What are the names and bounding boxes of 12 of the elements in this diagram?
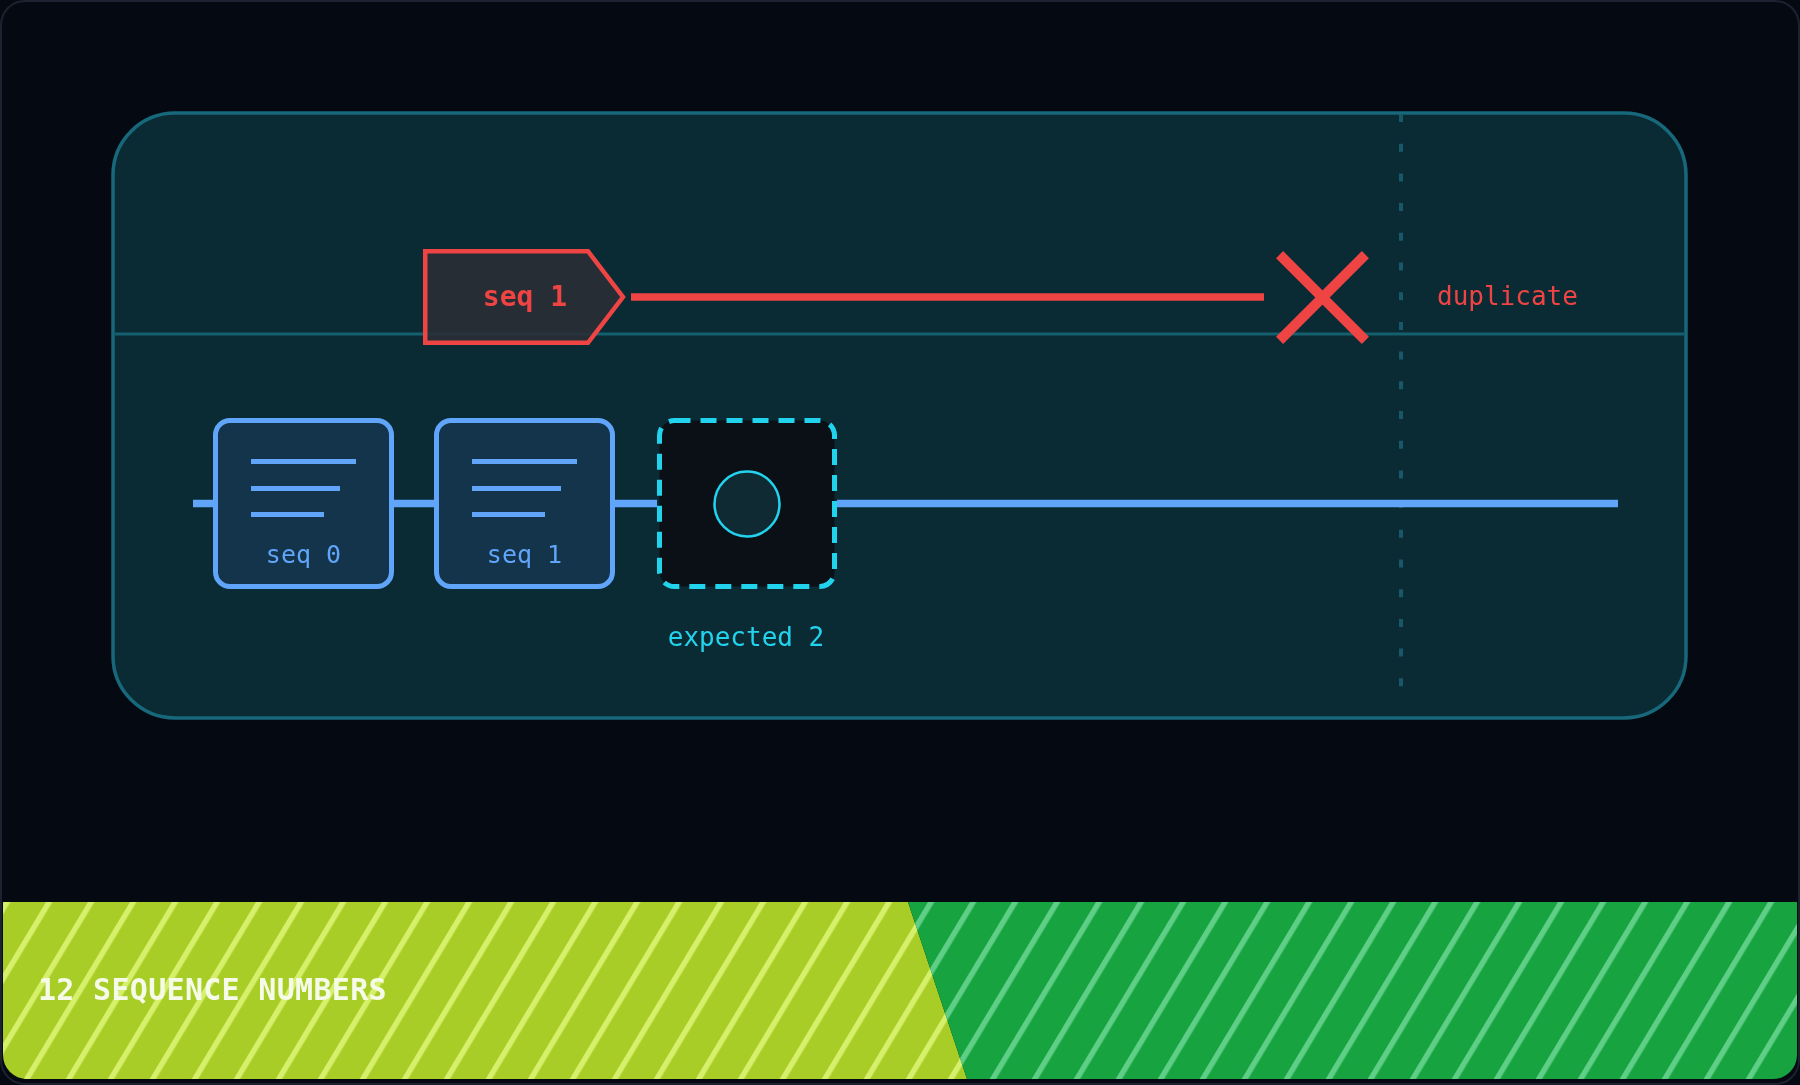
packet-tag: [423, 249, 627, 345]
packet-box: [213, 418, 394, 589]
status-caption: duplicate: [1437, 282, 1578, 312]
slot-caption: expected 2: [667, 623, 825, 653]
banner-title: 12 SEQUENCE NUMBERS: [38, 972, 387, 1008]
connector-line: [394, 499, 434, 508]
packet-label: seq 1: [482, 280, 568, 314]
placeholder-slot: [657, 418, 837, 589]
cross-icon: [1276, 251, 1369, 344]
packet-box: [434, 418, 615, 589]
packet-label: seq 1: [486, 540, 563, 570]
packet-label: seq 0: [265, 540, 342, 570]
